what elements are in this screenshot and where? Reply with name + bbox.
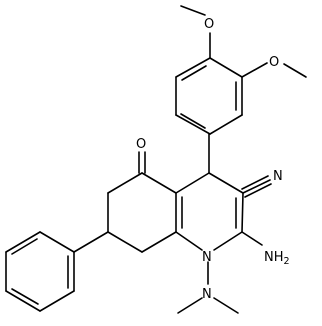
- methoxy-oxygen-para-label: O: [204, 17, 214, 32]
- amino-group-label: NH2: [264, 250, 290, 267]
- methoxy-oxygen-meta-label: O: [269, 55, 279, 70]
- methoxy-group-para: [180, 5, 211, 59]
- ketone-oxygen-label: O: [136, 137, 146, 152]
- nitrile-group: [241, 175, 272, 198]
- dimethylamino-group: [177, 261, 239, 314]
- phenyl-ring: [5, 231, 109, 312]
- ring-nitrogen-label: N: [202, 250, 212, 265]
- dimethylamino-nitrogen-label: N: [202, 287, 212, 302]
- cyclohexenone-ring: [107, 172, 177, 253]
- amino-bond: [241, 231, 263, 246]
- ketone-group: [138, 151, 146, 174]
- dimethoxyphenyl-ring: [175, 57, 243, 135]
- dihydropyridine-ring: [175, 133, 244, 251]
- methoxy-group-meta: [241, 62, 307, 78]
- nitrile-nitrogen-label: N: [273, 169, 283, 184]
